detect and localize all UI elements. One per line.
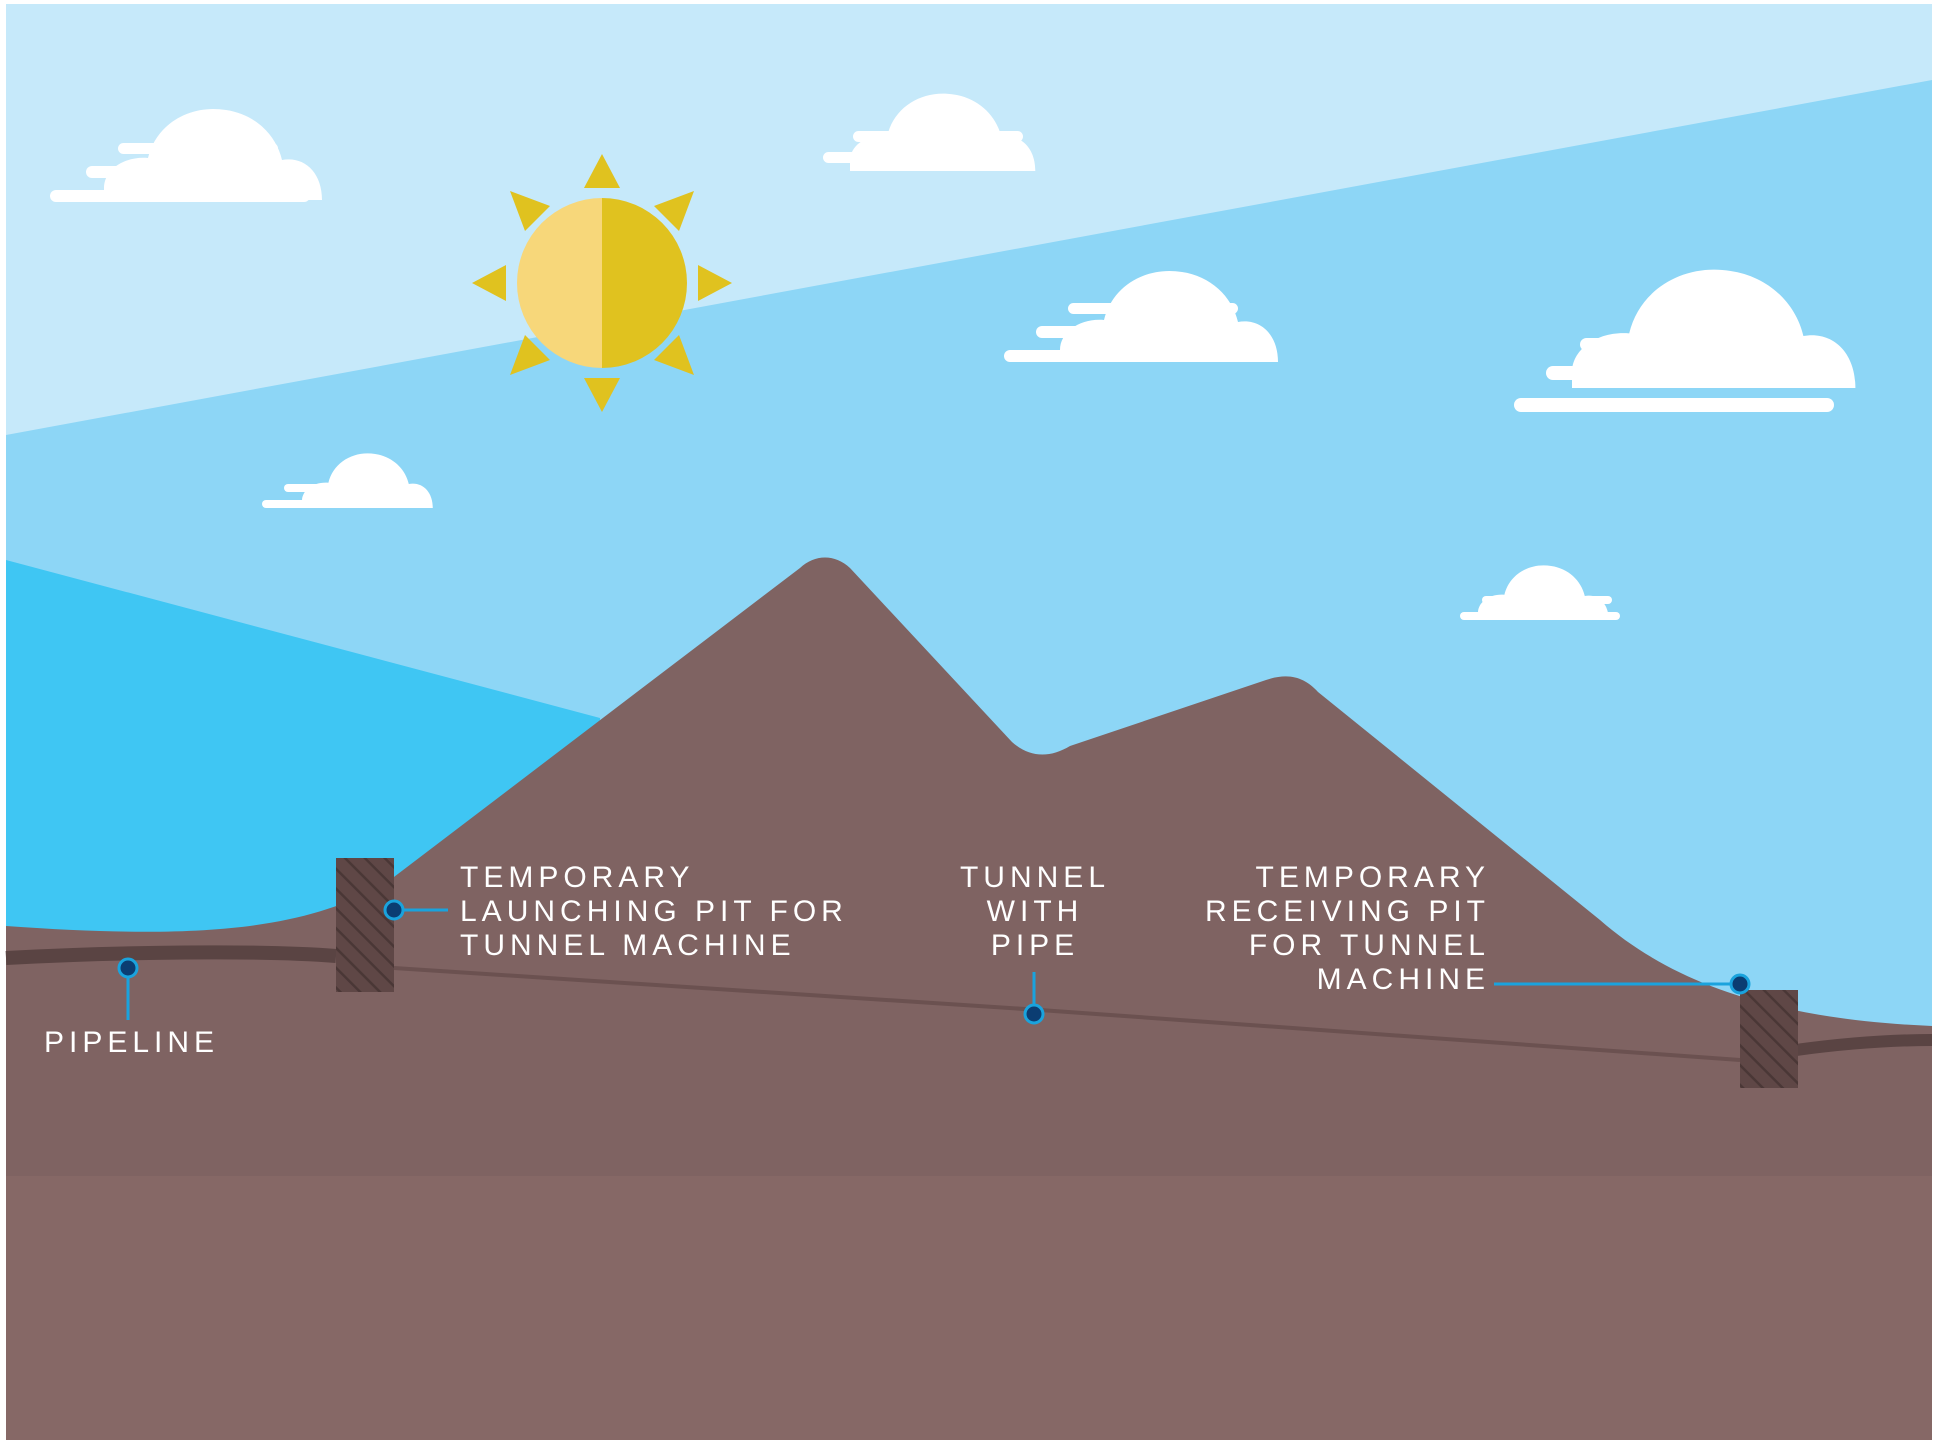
tunnel-label: TUNNEL WITH PIPE (950, 861, 1120, 963)
receiving-pit (1740, 990, 1798, 1088)
lower-ground (6, 1176, 1932, 1440)
tunnel-label-line: WITH (950, 895, 1120, 929)
callout-dot-icon (1731, 975, 1749, 993)
launching-pit-label: TEMPORARY LAUNCHING PIT FOR TUNNEL MACHI… (460, 861, 848, 963)
tunnel-label-line: PIPE (950, 929, 1120, 963)
launching-pit-label-line: TEMPORARY (460, 861, 848, 895)
callout-dot-icon (1025, 1005, 1043, 1023)
pipeline-label-line: PIPELINE (44, 1026, 219, 1060)
receiving-pit-label-line: RECEIVING PIT (1170, 895, 1490, 929)
launching-pit-label-line: LAUNCHING PIT FOR (460, 895, 848, 929)
callout-dot-icon (385, 901, 403, 919)
tunnel-label-line: TUNNEL (950, 861, 1120, 895)
pipeline-label: PIPELINE (44, 1026, 219, 1060)
receiving-pit-label-line: TEMPORARY (1170, 861, 1490, 895)
pipeline (6, 952, 336, 958)
callout-dot-icon (119, 959, 137, 977)
receiving-pit-label-line: MACHINE (1170, 963, 1490, 997)
receiving-pit-label-line: FOR TUNNEL (1170, 929, 1490, 963)
launching-pit (336, 858, 394, 992)
receiving-pit-label: TEMPORARY RECEIVING PIT FOR TUNNEL MACHI… (1170, 861, 1490, 997)
launching-pit-label-line: TUNNEL MACHINE (460, 929, 848, 963)
